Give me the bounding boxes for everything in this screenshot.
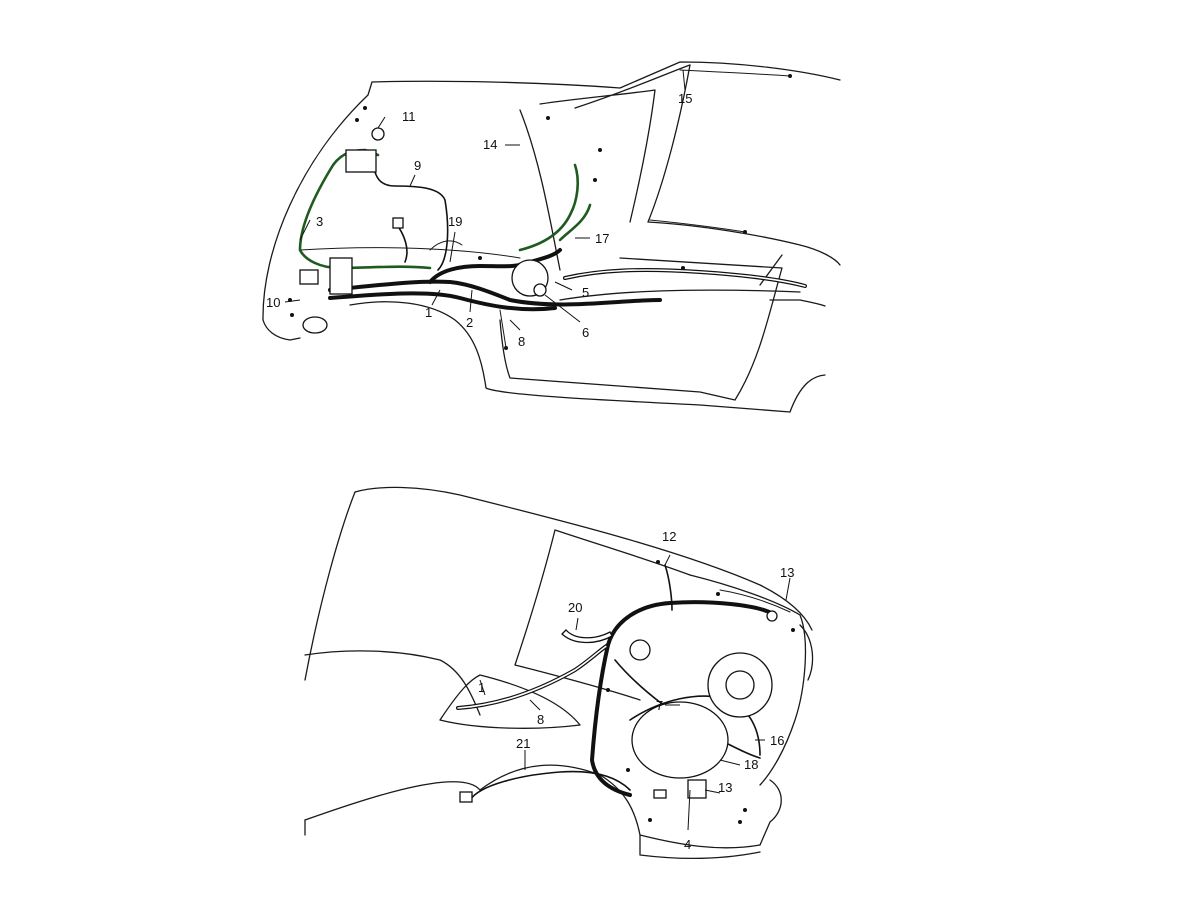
quarter-window-outline <box>439 674 581 729</box>
voltage-regulator <box>687 779 707 799</box>
interior-lead <box>649 219 746 233</box>
callout-21: 21 <box>516 736 530 751</box>
rear-wheel-arch <box>479 764 761 849</box>
distributor <box>629 639 651 661</box>
rear-bumper-outline <box>759 624 814 846</box>
headlamp-connector <box>371 127 385 141</box>
connector-plug <box>392 217 404 229</box>
front-fender-outline <box>349 301 826 413</box>
battery <box>345 149 377 173</box>
hood-crease <box>299 240 521 259</box>
engine-lid-outline <box>689 574 807 786</box>
rear-connector <box>653 789 667 799</box>
rear-door-outline <box>304 650 481 716</box>
tail-lamp-lead <box>719 589 791 613</box>
front-relay <box>299 269 319 285</box>
callout-15: 15 <box>678 91 692 106</box>
callout-12: 12 <box>662 529 676 544</box>
fuse-box <box>329 257 353 295</box>
cable-9 <box>371 159 449 271</box>
callout-4: 4 <box>684 837 691 852</box>
rear-crease <box>304 819 761 860</box>
rear-leader-lines <box>479 554 791 831</box>
callout-1-rear: 1 <box>478 680 485 695</box>
door-outline <box>499 257 783 401</box>
roof-lamp-lead <box>679 69 791 77</box>
front-hood-outline <box>262 61 841 321</box>
rear-car-view: 1 4 7 8 12 13 13 16 18 20 21 <box>304 486 814 860</box>
callout-8-front: 8 <box>518 334 525 349</box>
callout-10: 10 <box>266 295 280 310</box>
callout-20: 20 <box>568 600 582 615</box>
callout-17: 17 <box>595 231 609 246</box>
callout-7: 7 <box>656 698 663 713</box>
sill-lead <box>499 309 507 349</box>
rear-roof-outline <box>354 486 813 631</box>
callout-16: 16 <box>770 733 784 748</box>
engine-fan-hub <box>725 670 755 700</box>
callout-9: 9 <box>414 158 421 173</box>
callout-14: 14 <box>483 137 497 152</box>
callout-11: 11 <box>402 109 416 124</box>
front-bumper-outline <box>262 319 301 341</box>
rear-wire-terminals <box>606 560 795 824</box>
cable-21 <box>469 770 631 801</box>
sill-outline <box>559 289 801 301</box>
main-harness-2 <box>328 291 557 312</box>
tail-lamp-connector <box>766 610 778 622</box>
horn <box>302 316 328 334</box>
heater-plug <box>459 791 473 803</box>
windshield-wiring-loom <box>518 163 592 252</box>
rear-side-lower <box>304 781 481 821</box>
front-leader-lines <box>284 69 686 331</box>
engine-block <box>631 701 729 779</box>
callout-6: 6 <box>582 325 589 340</box>
callout-19: 19 <box>448 214 462 229</box>
callout-18: 18 <box>744 757 758 772</box>
callout-1-front: 1 <box>425 305 432 320</box>
callout-13-top: 13 <box>780 565 794 580</box>
callout-5: 5 <box>582 285 589 300</box>
harness-rise <box>428 248 562 284</box>
main-harness-1 <box>328 279 662 307</box>
callout-3: 3 <box>316 214 323 229</box>
cable-12 <box>664 564 673 611</box>
front-car-view: 1 2 3 5 6 8 9 10 11 14 15 17 19 <box>262 61 841 413</box>
roof-outline <box>647 64 841 266</box>
callout-2: 2 <box>466 315 473 330</box>
engine-bay-harness <box>606 600 777 647</box>
cable-clip-20 <box>561 629 613 644</box>
callout-8-rear: 8 <box>537 712 544 727</box>
ignition-switch <box>533 283 547 297</box>
callout-13-bottom: 13 <box>718 780 732 795</box>
rear-body-front-edge <box>304 491 356 681</box>
